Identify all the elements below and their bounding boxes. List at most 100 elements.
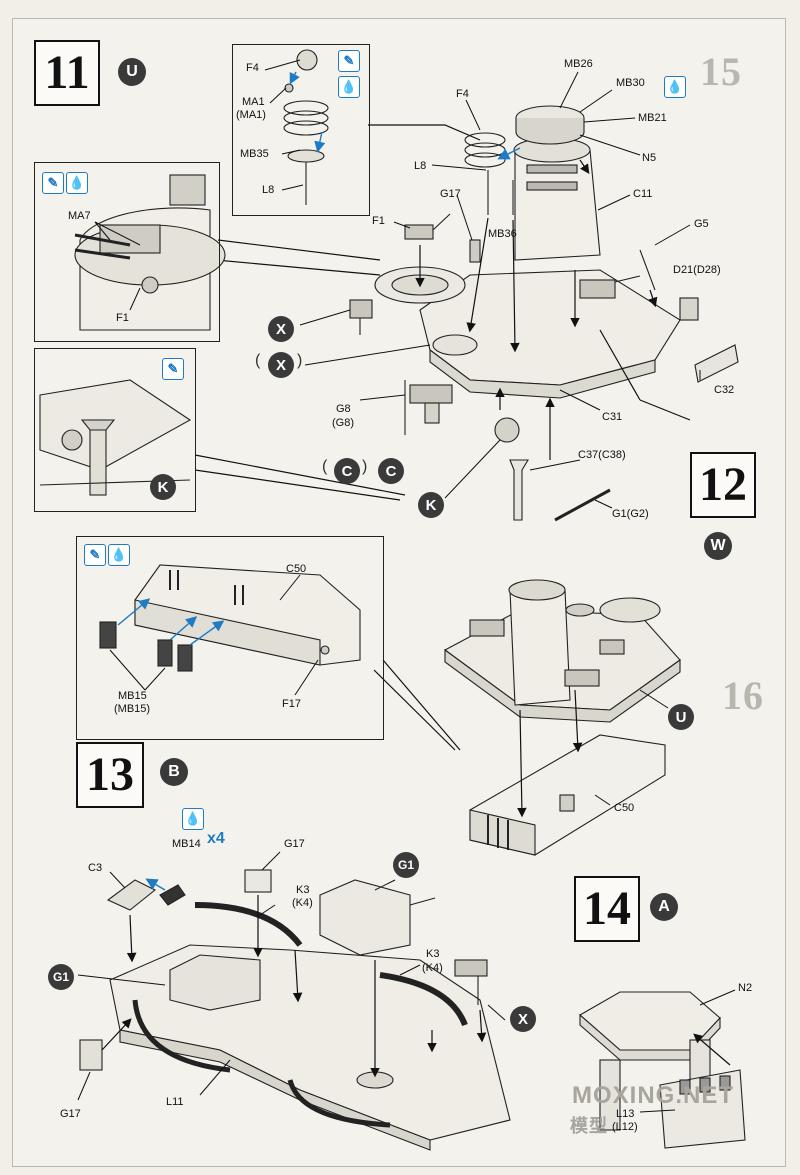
inset-c50-drawing <box>99 564 361 672</box>
inset-ma7-drawing <box>74 174 226 331</box>
brush-icon: ✎ <box>338 50 360 72</box>
inset-ma7-frame <box>34 162 220 342</box>
label-f4: F4 <box>456 88 469 100</box>
marker-k: K <box>418 492 444 518</box>
marker-x-alt: X <box>268 352 294 378</box>
step-number-13: 13 <box>76 742 144 808</box>
marker-c-alt-close-paren: ) <box>362 458 368 475</box>
label-c32: C32 <box>714 384 735 396</box>
label-ma1: MA1 <box>242 96 265 108</box>
glue-drop-icon: 💧 <box>338 76 360 98</box>
label-c37: C37(C38) <box>578 449 626 461</box>
site-watermark-cn: 模型 <box>570 1116 608 1136</box>
marker-u: U <box>668 704 694 730</box>
step12-sequence-letter: W <box>704 532 732 560</box>
step13-sequence-letter: B <box>160 758 188 786</box>
background-step-15: 15 <box>700 49 742 94</box>
label-n5: N5 <box>642 152 657 164</box>
marker-c: C <box>378 458 404 484</box>
label-mb21: MB21 <box>638 112 667 124</box>
label-f17: F17 <box>282 698 301 710</box>
label-l8: L8 <box>414 160 427 172</box>
label-mb15: MB15 <box>118 690 147 702</box>
step11-glue-arrows <box>497 147 521 160</box>
marker-g1-right: G1 <box>393 852 419 878</box>
label-c50: C50 <box>614 802 635 814</box>
label-g17-top: G17 <box>440 188 461 200</box>
label-mb14: MB14 <box>172 838 201 850</box>
inset-c50-glue-arrows <box>117 598 225 646</box>
label-c50-inset: C50 <box>286 563 307 575</box>
step12-leaders <box>594 689 669 806</box>
label-g17-mid: G17 <box>284 838 305 850</box>
label-mb30: MB30 <box>616 77 645 89</box>
label-f1: F1 <box>372 215 385 227</box>
label-l8-inset: L8 <box>262 184 275 196</box>
step14-assembly <box>579 991 746 1149</box>
label-f4-inset: F4 <box>246 62 259 74</box>
inset-cage-leaders <box>264 59 304 191</box>
step12-callout-lines <box>373 659 461 751</box>
step14-leaders <box>639 989 736 1113</box>
brush-icon: ✎ <box>162 358 184 380</box>
label-ma1-alt: (MA1) <box>236 109 266 121</box>
step12-assembly <box>443 579 681 856</box>
label-c3: C3 <box>88 862 103 874</box>
step12-arrows <box>517 689 583 818</box>
step11-callout-lines <box>194 124 481 501</box>
step13-leaders <box>77 851 506 1101</box>
marker-x-alt-open-paren: ( <box>255 352 261 369</box>
label-d21: D21(D28) <box>673 264 721 276</box>
brush-icon: ✎ <box>42 172 64 194</box>
marker-x-step13: X <box>510 1006 536 1032</box>
inset-cage-frame <box>232 44 370 216</box>
label-c31: C31 <box>602 411 623 423</box>
step13-assembly <box>79 869 511 1151</box>
label-g1: G1(G2) <box>612 508 649 520</box>
label-l13: L13 <box>616 1108 635 1120</box>
step13-glue-arrows <box>145 878 166 891</box>
inset-k-frame <box>34 348 196 512</box>
step11-arrows <box>415 159 691 460</box>
step-number-14: 14 <box>574 876 640 942</box>
label-mb36: MB36 <box>488 228 517 240</box>
step14-sequence-letter: A <box>650 893 678 921</box>
step14-arrows <box>693 1033 731 1066</box>
step-number-12: 12 <box>690 452 756 518</box>
label-n2: N2 <box>738 982 753 994</box>
marker-c-alt-open-paren: ( <box>322 458 328 475</box>
step11-assembly <box>349 105 739 522</box>
inset-ma7-leaders <box>94 221 141 311</box>
label-mb15-alt: (MB15) <box>114 703 151 715</box>
label-g5: G5 <box>694 218 709 230</box>
brush-icon: ✎ <box>84 544 106 566</box>
step11-sequence-letter: U <box>118 58 146 86</box>
label-g8-alt: (G8) <box>332 417 354 429</box>
background-step-16: 16 <box>722 673 764 718</box>
label-k3-a: K3 <box>296 884 310 896</box>
label-k4-a: (K4) <box>292 897 313 909</box>
inset-cage-glue-arrows <box>289 71 326 153</box>
inset-c50-leaders <box>109 574 319 696</box>
inset-c50-frame <box>76 536 384 740</box>
step13-arrows <box>101 895 487 1078</box>
glue-drop-icon: 💧 <box>66 172 88 194</box>
glue-drop-icon: 💧 <box>664 76 686 98</box>
label-g17-bottom: G17 <box>60 1108 81 1120</box>
marker-c-alt: C <box>334 458 360 484</box>
label-k3-b: K3 <box>426 948 440 960</box>
inset-cage-drawing <box>283 49 329 205</box>
step-number-11: 11 <box>34 40 100 106</box>
glue-drop-icon: 💧 <box>108 544 130 566</box>
label-l12: (L12) <box>612 1121 638 1133</box>
label-g8: G8 <box>336 403 351 415</box>
step11-leaders <box>299 71 701 509</box>
label-l11: L11 <box>166 1096 184 1108</box>
marker-g1-left: G1 <box>48 964 74 990</box>
marker-k-inset: K <box>150 474 176 500</box>
label-ma7: MA7 <box>68 210 91 222</box>
site-watermark: MOXING.NET <box>572 1082 735 1109</box>
label-f1-inset: F1 <box>116 312 129 324</box>
